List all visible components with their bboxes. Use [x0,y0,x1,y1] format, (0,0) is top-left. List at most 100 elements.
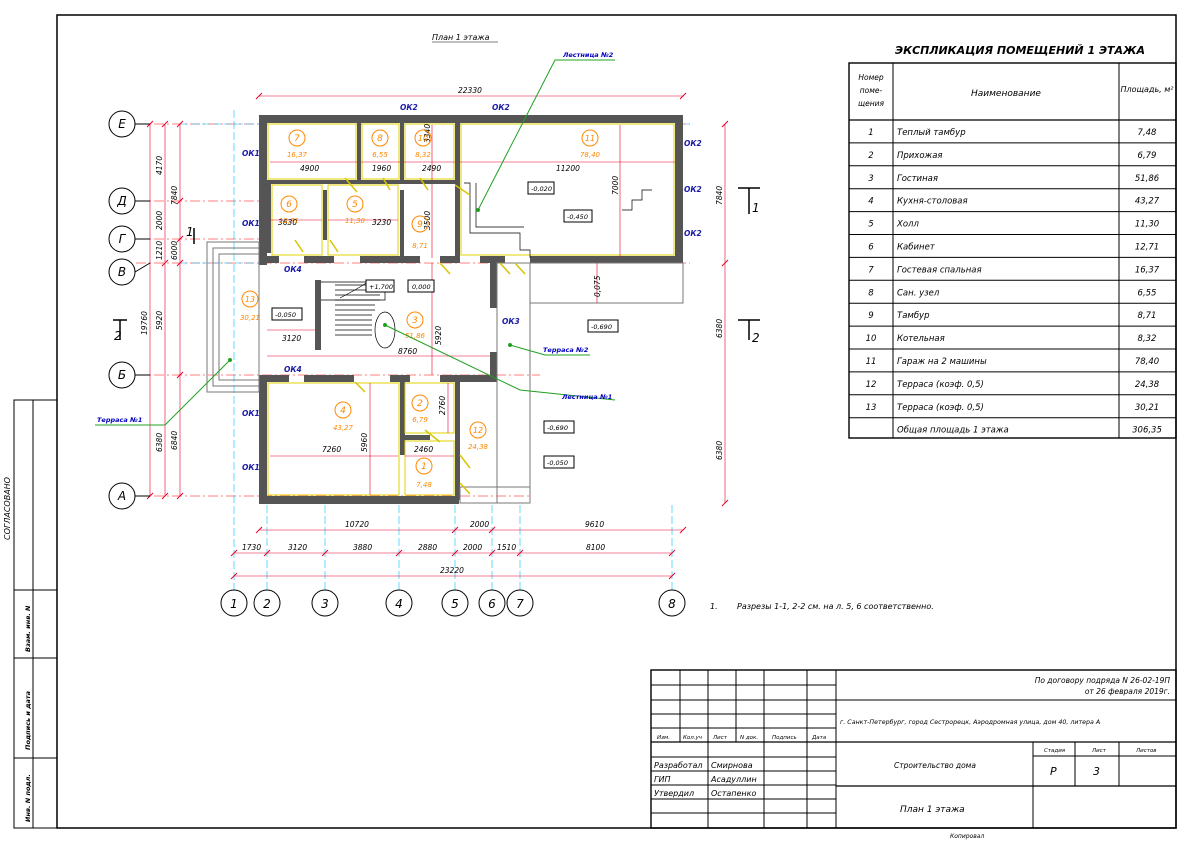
row-area: 8,71 [1138,311,1157,321]
level-0020: -0,020 [531,185,552,193]
row-area: 11,30 [1135,220,1159,230]
row-area: 306,35 [1132,426,1162,436]
window-ok2-a: ОК2 [400,103,418,112]
room-10-num: 10 [418,134,428,143]
dim-3630: 3630 [278,218,297,227]
dim-l6380: 6380 [155,433,164,452]
dim-2460: 2460 [414,445,433,454]
row-name: Общая площадь 1 этажа [897,426,1009,436]
hdr-ndok: N док. [740,735,758,741]
section-marks [113,187,760,340]
col-num-line1: Номер [858,73,884,82]
dim-r6380b: 6380 [715,441,724,460]
garage-stair [464,182,652,258]
room-6-area: 12,71 [279,217,299,225]
room-13-area: 30,21 [240,314,260,322]
section-1-right: 1 [752,201,760,215]
room-9-area: 8,71 [412,242,428,250]
ch-1510: 1510 [497,543,516,552]
row-area: 6,55 [1138,288,1157,298]
level-0690b: -0,690 [547,424,568,432]
name-3: Остапенко [711,789,756,798]
row-area: 8,32 [1138,334,1157,344]
dim-2760: 2760 [438,396,447,415]
row-name: Терраса (коэф. 0,5) [897,380,984,390]
hdr-data: Дата [811,735,827,741]
level-0690a: -0,690 [591,323,612,331]
room-12-num: 12 [473,426,483,435]
row-name: Кабинет [897,243,936,253]
ch-3880: 3880 [353,543,372,552]
row-area: 51,86 [1135,174,1160,184]
row-name: Гараж на 2 машины [897,357,987,367]
col-num-line2: поме- [860,86,883,95]
ch-1730: 1730 [242,543,261,552]
project-name: Строительство дома [894,761,976,770]
room-3-area: 51,86 [405,332,426,340]
row-area: 43,27 [1135,197,1160,207]
name-2: Асадуллин [710,775,757,784]
row-num: 8 [868,288,874,298]
axis-V: В [118,265,126,279]
room-6-num: 6 [286,200,292,210]
room-11-num: 11 [585,134,595,143]
window-ok1-c: ОК1 [242,409,260,418]
dim-2490: 2490 [422,164,441,173]
dim-l6000: 6000 [170,241,179,260]
dim-11200: 11200 [556,164,580,173]
dimension-ticks [146,92,729,580]
dim-5920: 5920 [434,326,443,345]
row-num: 10 [866,334,877,344]
list-header: Лист [1091,748,1107,754]
dim-4900: 4900 [300,164,319,173]
contract-line1: По договору подряда N 26-02-19П [1035,676,1171,685]
title-block [650,669,1177,829]
section-2-left: 2 [114,329,122,343]
dim-2000: 2000 [470,520,489,529]
room-3-num: 3 [412,316,418,326]
dim-1960: 1960 [372,164,391,173]
axis-6: 6 [488,597,496,611]
listov-header: Листов [1135,748,1157,754]
row-num: 3 [868,174,873,184]
room-13-num: 13 [245,295,255,304]
axis-1: 1 [230,597,238,611]
level-0050a: -0,050 [275,311,296,319]
room-1-area: 7,48 [416,481,432,489]
section-1-left: 1 [186,225,194,239]
row-num: 11 [866,357,877,367]
leader-lines [95,59,616,426]
window-ok3: ОК3 [502,317,520,326]
ch-2000: 2000 [463,543,482,552]
agreed-label: СОГЛАСОВАНО [3,477,12,540]
col-name-header: Наименование [971,89,1041,99]
hdr-list: Лист [712,735,728,741]
row-num: 13 [866,403,877,413]
row-name: Тамбур [897,311,929,321]
hdr-koluch: Кол.уч [683,735,703,741]
room-markers [241,129,599,475]
room-2-num: 2 [417,399,423,409]
row-name: Холл [896,220,919,230]
label-terrace2: Терраса №2 [543,346,589,354]
row-name: Кухня-столовая [897,197,968,207]
room-4-area: 43,27 [333,424,354,432]
dim-3230: 3230 [372,218,391,227]
room-12-area: 24,38 [468,443,489,451]
stage-header: Стадия [1044,748,1066,754]
dim-8760: 8760 [398,347,417,356]
row-name: Гостиная [897,174,938,184]
dim-0075: 0,075 [593,275,602,297]
dim-1210: 1210 [155,241,164,260]
window-ok1-b: ОК1 [242,219,260,228]
contract-line2: от 26 февраля 2019г. [1085,687,1170,696]
sheet-title: План 1 этажа [900,805,965,815]
room-8-area: 6,55 [372,151,388,159]
axis-E: Е [118,117,126,131]
row-num: 12 [866,380,877,390]
axis-7: 7 [516,597,524,611]
plan-title: План 1 этажа [432,33,490,42]
room-11-area: 78,40 [580,151,601,159]
hdr-podpis: Подпись [772,735,797,741]
